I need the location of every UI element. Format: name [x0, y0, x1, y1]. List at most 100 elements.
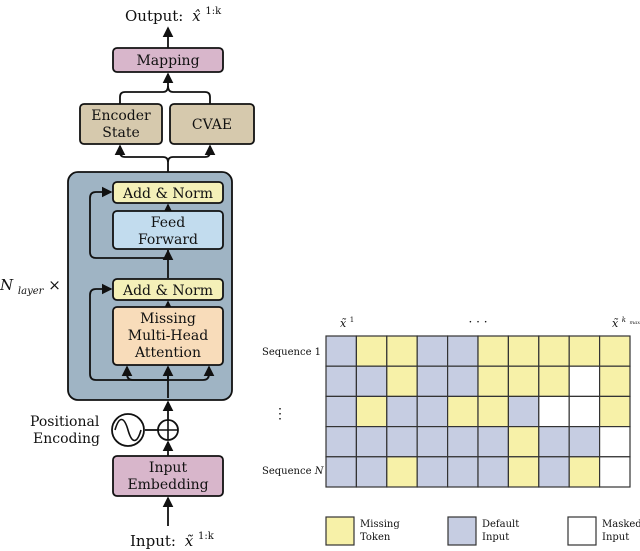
- input-label: Input: x̃ 1:k: [130, 531, 215, 550]
- grid-cell: [568, 395, 601, 428]
- legend-masked-line1: Masked: [602, 519, 640, 530]
- grid-cell: [386, 365, 418, 398]
- sine-curve: [114, 418, 142, 442]
- legend-missing-swatch: [325, 516, 355, 546]
- mapping-label: Mapping: [136, 53, 199, 69]
- grid-cell: [416, 456, 449, 488]
- grid-cell: [507, 456, 540, 488]
- input-embedding-line1: Input: [149, 460, 188, 476]
- attention-line2: Multi-Head: [128, 328, 209, 344]
- grid-cell: [386, 395, 418, 428]
- grid-cell: [416, 395, 449, 428]
- encoder-state-line1: Encoder: [91, 108, 151, 124]
- feed-forward-line2: Forward: [138, 232, 198, 248]
- grid-cell: [355, 395, 388, 428]
- grid-cell: [386, 335, 418, 367]
- positional-encoding-line2: Encoding: [33, 431, 100, 447]
- legend-missing-line2: Token: [360, 532, 391, 543]
- sequence-grid: [325, 335, 631, 488]
- add-norm-bottom-label: Add & Norm: [122, 283, 213, 299]
- grid-cell: [507, 365, 540, 398]
- grid-cell: [355, 456, 388, 488]
- encoder-state-box: [79, 103, 163, 145]
- grid-cell: [538, 335, 570, 367]
- grid-cell: [325, 365, 357, 398]
- arrow-attn-query: [121, 365, 168, 381]
- grid-cell: [477, 456, 509, 488]
- grid-cell: [598, 365, 631, 398]
- mapping-box: [112, 47, 224, 73]
- input-embedding-box: [112, 455, 224, 497]
- row-label-first: Sequence 1: [262, 347, 321, 358]
- attention-line3: Attention: [134, 345, 201, 361]
- legend-masked-line2: Input: [602, 532, 629, 543]
- grid-cell: [568, 365, 601, 398]
- grid-cell: [507, 335, 540, 367]
- grid-cell: [416, 335, 449, 367]
- add-norm-top-label: Add & Norm: [122, 186, 213, 202]
- row-label-dots: ⋮: [273, 406, 287, 422]
- residual-arrow-top: [89, 186, 169, 259]
- legend-masked-swatch: [567, 516, 597, 546]
- cvae-box: [169, 103, 255, 145]
- grid-cell: [447, 426, 479, 458]
- repeat-label: N layer ×: [0, 276, 61, 298]
- add-norm-bottom-box: [112, 278, 224, 301]
- legend-missing-line1: Missing: [360, 519, 400, 530]
- column-label-first: x̃ 1: [340, 316, 354, 330]
- grid-cell: [568, 456, 601, 488]
- grid-cell: [598, 456, 631, 488]
- feed-forward-line1: Feed: [151, 215, 186, 231]
- arrow-to-cvae: [167, 144, 216, 163]
- grid-cell: [598, 395, 631, 428]
- grid-cell: [568, 335, 601, 367]
- arrow-cvae-to-mapping: [167, 85, 211, 104]
- grid-cell: [507, 395, 540, 428]
- grid-cell: [538, 426, 570, 458]
- grid-cell: [355, 426, 388, 458]
- positional-encoding-line1: Positional: [30, 414, 100, 430]
- grid-cell: [598, 335, 631, 367]
- grid-cell: [538, 395, 570, 428]
- column-label-last: x̃ k max: [612, 312, 640, 330]
- grid-cell: [325, 456, 357, 488]
- grid-cell: [325, 335, 357, 367]
- column-label-dots: · · ·: [468, 315, 487, 329]
- grid-cell: [386, 426, 418, 458]
- add-norm-top-box: [112, 181, 224, 204]
- grid-cell: [568, 426, 601, 458]
- attention-box: [112, 306, 224, 366]
- legend-default-swatch: [447, 516, 477, 546]
- grid-cell: [355, 365, 388, 398]
- input-embedding-line2: Embedding: [127, 477, 208, 493]
- output-label: Output: x̂ 1:k: [125, 6, 222, 25]
- grid-cell: [477, 365, 509, 398]
- grid-cell: [477, 426, 509, 458]
- grid-cell: [386, 456, 418, 488]
- grid-cell: [416, 426, 449, 458]
- row-label-last: Sequence N: [262, 466, 325, 477]
- legend-default-line2: Input: [482, 532, 509, 543]
- grid-cell: [447, 395, 479, 428]
- arrow-encoder-to-mapping: [119, 72, 174, 104]
- grid-cell: [355, 335, 388, 367]
- grid-cell: [325, 426, 357, 458]
- arrow-attn-key: [168, 365, 215, 381]
- grid-cell: [598, 426, 631, 458]
- grid-cell: [416, 365, 449, 398]
- grid-cell: [325, 395, 357, 428]
- legend-default-line1: Default: [482, 519, 519, 530]
- grid-cell: [477, 335, 509, 367]
- grid-cell: [507, 426, 540, 458]
- feed-forward-box: [112, 210, 224, 250]
- grid-cell: [447, 365, 479, 398]
- grid-cell: [447, 456, 479, 488]
- grid-cell: [477, 395, 509, 428]
- attention-line1: Missing: [140, 311, 196, 327]
- arrow-to-encoder-state: [114, 144, 169, 172]
- grid-cell: [538, 365, 570, 398]
- grid-cell: [447, 335, 479, 367]
- cvae-label: CVAE: [192, 117, 232, 133]
- grid-cell: [538, 456, 570, 488]
